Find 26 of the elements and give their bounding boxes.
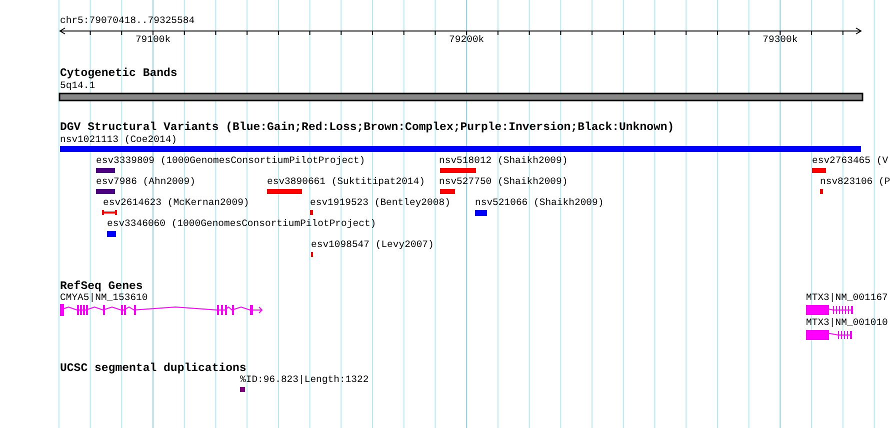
feature-label: esv1919523 (Bentley2008) xyxy=(310,197,450,209)
tick-label: 79100k xyxy=(135,34,171,46)
feature-label: nsv823106 (P xyxy=(820,176,890,188)
tick-label: 79300k xyxy=(762,34,798,46)
feature-label: 5q14.1 xyxy=(60,80,96,92)
feature-label: esv1098547 (Levy2007) xyxy=(311,239,434,251)
track-title: RefSeq Genes xyxy=(60,280,143,293)
tick-label: 79200k xyxy=(449,34,484,46)
feature-label: %ID:96.823|Length:1322 xyxy=(240,374,369,386)
track-title: Cytogenetic Bands xyxy=(60,67,178,80)
feature-label: esv2763465 (V xyxy=(812,155,888,167)
track-title: UCSC segmental duplications xyxy=(60,362,246,375)
feature-label: nsv518012 (Shaikh2009) xyxy=(439,155,568,167)
feature-label: esv3890661 (Suktitipat2014) xyxy=(267,176,425,188)
feature-label: CMYA5|NM_153610 xyxy=(60,292,148,304)
track-title: DGV Structural Variants (Blue:Gain;Red:Loss;Brown:Complex;Purple:Inversion;Black:Unknown) xyxy=(60,121,674,134)
feature-label: nsv1021113 (Coe2014) xyxy=(60,134,178,146)
feature-label: esv7986 (Ahn2009) xyxy=(96,176,196,188)
feature-label: esv3339809 (1000GenomesConsortiumPilotProject) xyxy=(96,155,366,167)
feature-label: esv3346060 (1000GenomesConsortiumPilotProject) xyxy=(107,218,376,230)
feature-label: MTX3|NM_001167 xyxy=(806,292,888,304)
feature-label: nsv521066 (Shaikh2009) xyxy=(475,197,604,209)
feature-label: nsv527750 (Shaikh2009) xyxy=(439,176,568,188)
feature-label: MTX3|NM_001010 xyxy=(806,317,888,329)
position-label: chr5:79070418..79325584 xyxy=(60,15,195,27)
feature-label: esv2614623 (McKernan2009) xyxy=(103,197,250,209)
